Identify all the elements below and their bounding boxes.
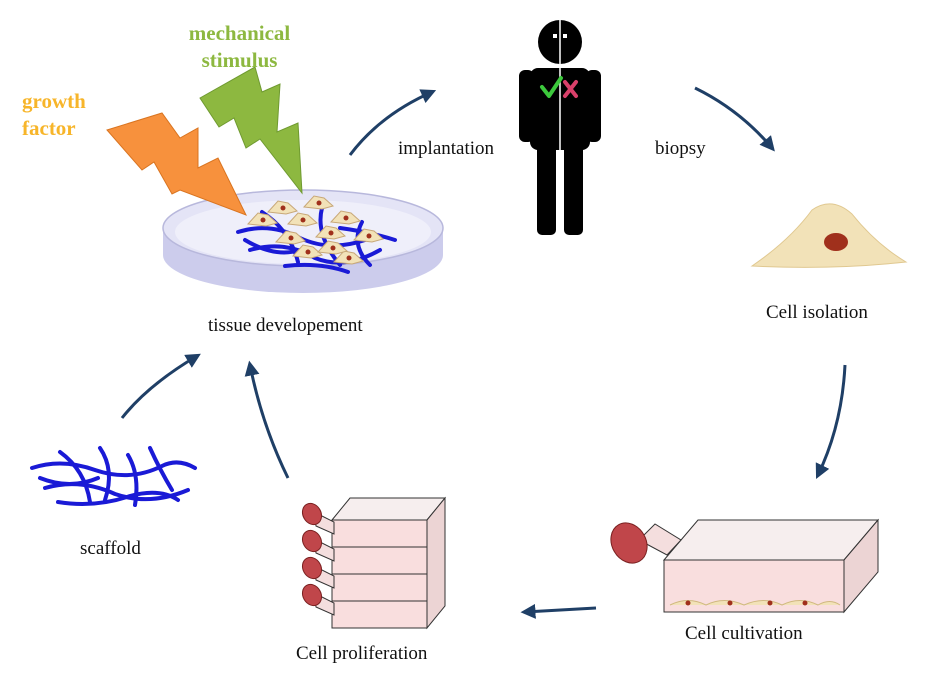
mechanical-stimulus-label: mechanical stimulus xyxy=(172,20,307,74)
culture-flask xyxy=(610,518,880,614)
check-icon xyxy=(540,76,563,98)
tissue-development-label: tissue developement xyxy=(208,315,363,336)
arrow-implantation xyxy=(348,89,437,156)
mechanical-stimulus-bolt xyxy=(199,66,303,195)
mechanical-stimulus-line2: stimulus xyxy=(201,48,278,72)
growth-factor-line1: growth xyxy=(22,89,86,113)
mechanical-stimulus-line1: mechanical xyxy=(188,21,291,45)
arrow-proliferation-to-tissue xyxy=(244,360,290,479)
implantation-label: implantation xyxy=(398,138,495,159)
cell-isolation-label: Cell isolation xyxy=(766,302,868,323)
isolated-cell xyxy=(750,203,908,268)
growth-factor-bolt xyxy=(106,112,248,216)
arrow-to-proliferation xyxy=(520,603,597,619)
cycle-arrows xyxy=(120,86,847,619)
cell-cultivation-label: Cell cultivation xyxy=(685,623,803,644)
cell-proliferation-label: Cell proliferation xyxy=(296,643,428,664)
flask-stack xyxy=(301,496,447,630)
cross-icon xyxy=(563,80,578,98)
biopsy-label: biopsy xyxy=(655,138,706,159)
scaffold-fibers xyxy=(30,446,197,507)
human-figure-icon xyxy=(519,18,601,235)
arrow-to-cultivation xyxy=(815,364,847,480)
scaffold-label: scaffold xyxy=(80,538,141,559)
arrow-scaffold-to-tissue xyxy=(120,353,201,419)
growth-factor-label: growth factor xyxy=(22,88,112,142)
arrow-biopsy xyxy=(694,86,775,152)
growth-factor-line2: factor xyxy=(22,116,76,140)
